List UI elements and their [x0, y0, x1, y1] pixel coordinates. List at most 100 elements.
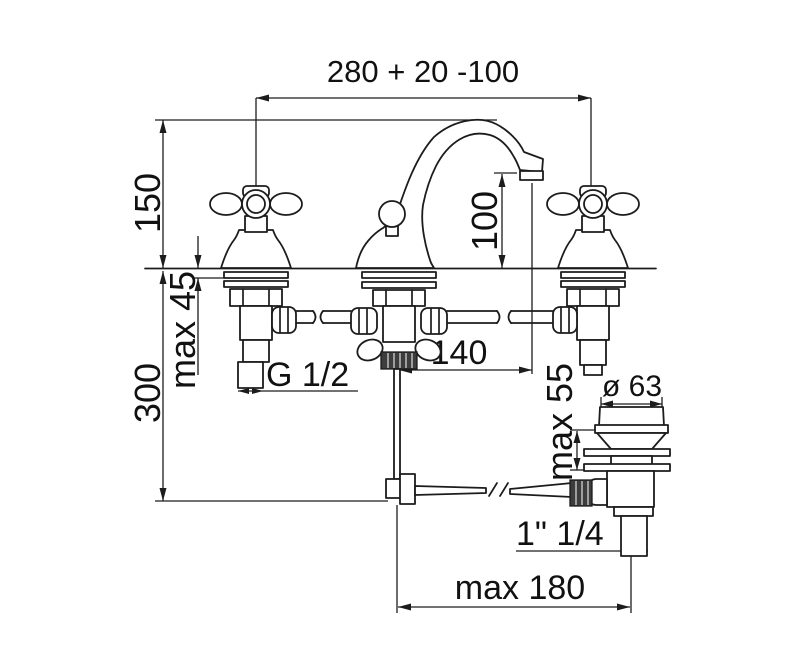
faucet-spout	[355, 118, 544, 269]
handle-bell-base	[557, 229, 629, 269]
linkage-block	[385, 478, 402, 499]
right-cross-handle	[546, 185, 640, 269]
dim-inlet-thread: G 1/2	[238, 356, 358, 394]
dim-max-deck-label: max 45	[162, 271, 203, 389]
arrowhead-left	[238, 388, 249, 394]
valve-housing	[576, 305, 610, 341]
washer	[223, 280, 289, 288]
arrowhead-up	[498, 174, 506, 187]
arrowhead-down	[159, 255, 167, 268]
arrowhead-down	[194, 255, 202, 268]
valve-housing	[239, 305, 273, 341]
dim-drain-clamp-label: max 55	[539, 363, 580, 481]
arrowhead-down	[573, 458, 581, 470]
handle-lobe-right	[606, 192, 640, 216]
arrowhead-left	[398, 603, 411, 611]
cup-rim	[594, 424, 669, 434]
waste-cup	[598, 406, 665, 427]
pop-up-knob	[378, 200, 406, 228]
fixing-nut	[566, 288, 620, 307]
left-cross-handle	[209, 185, 303, 269]
arrowhead-up	[159, 120, 167, 133]
washer	[361, 271, 437, 279]
arrowhead-down	[498, 255, 506, 268]
dim-spout-height: 150	[127, 119, 497, 268]
dim-hole-spacing: 280 + 20 -100	[255, 54, 592, 188]
right-valve-body	[552, 271, 626, 376]
dim-drain-thread-label: 1" 1/4	[516, 515, 604, 553]
dim-inlet-length: 300	[127, 271, 388, 502]
arrowhead-down	[159, 488, 167, 501]
washer	[361, 281, 437, 289]
clamp-plate	[583, 463, 671, 472]
spout-body	[355, 118, 544, 269]
dim-outlet-height-label: 100	[464, 191, 505, 251]
drain-assembly	[569, 406, 671, 557]
clamp-plate	[583, 448, 671, 457]
arrowhead-up	[573, 431, 581, 443]
dim-drain-clamp: max 55	[539, 363, 599, 481]
spout-shank-assembly	[350, 271, 448, 370]
supply-pipe-left	[295, 310, 352, 324]
linkage-block	[399, 473, 416, 505]
side-coupling	[552, 306, 578, 334]
arrowhead-up	[194, 278, 202, 291]
threaded-tail	[237, 361, 264, 389]
handle-bell-base	[220, 229, 292, 269]
washer	[223, 271, 289, 279]
valve-shank	[579, 339, 607, 366]
dim-spout-height-label: 150	[127, 173, 168, 233]
handle-lobe-left	[209, 192, 243, 216]
side-coupling	[350, 307, 378, 335]
pipe-break	[507, 310, 512, 324]
valve-shank	[242, 339, 270, 363]
handle-hub-inner	[583, 194, 603, 214]
pipe-break	[312, 310, 317, 324]
pipe-break	[496, 310, 501, 324]
arrowhead-right	[519, 366, 532, 374]
dim-drain-diameter: ø 63	[600, 370, 663, 409]
dim-inlet-thread-label: G 1/2	[266, 356, 349, 394]
threaded-tail	[583, 364, 603, 376]
arrowhead-right	[617, 603, 630, 611]
dim-drain-diameter-label: ø 63	[602, 370, 662, 403]
washer	[560, 280, 626, 288]
rod-break	[499, 482, 509, 497]
dim-outlet-height: 100	[464, 172, 517, 268]
dim-rod-reach-label: max 180	[455, 569, 585, 607]
handle-hub-inner	[246, 194, 266, 214]
left-valve-body	[223, 271, 297, 389]
dim-rod-reach: max 180	[396, 505, 632, 613]
arrowhead-left	[601, 400, 613, 408]
dim-inlet-length-label: 300	[127, 363, 168, 423]
arrowhead-right	[252, 388, 263, 394]
horizontal-rod	[414, 485, 487, 496]
handle-lobe-left	[546, 192, 580, 216]
tailpipe	[620, 515, 648, 557]
dim-max-deck-thickness: max 45	[162, 236, 224, 389]
pop-up-rod	[393, 368, 401, 480]
supply-pipe-right	[446, 310, 554, 324]
handle-lobe-right	[269, 192, 303, 216]
tee-body	[382, 305, 416, 343]
wing-nut-ear	[414, 338, 442, 362]
tailpipe-collar	[613, 506, 654, 517]
arrowhead-right	[578, 94, 591, 102]
fixing-nut	[372, 289, 426, 307]
side-coupling	[420, 307, 448, 335]
aerator	[519, 170, 544, 181]
fixing-nut	[229, 288, 283, 307]
arrowhead-up	[159, 271, 167, 284]
rod-break	[488, 482, 498, 497]
side-coupling	[271, 306, 297, 334]
dim-hole-spacing-label: 280 + 20 -100	[327, 54, 519, 89]
waste-body	[606, 470, 655, 508]
arrowhead-left	[256, 94, 269, 102]
pipe-break	[319, 310, 324, 324]
rod-coupling-knurled	[569, 479, 593, 507]
pop-up-rod-linkage	[385, 368, 573, 505]
wing-nut-ear	[356, 338, 384, 362]
arrowhead-right	[650, 400, 662, 408]
